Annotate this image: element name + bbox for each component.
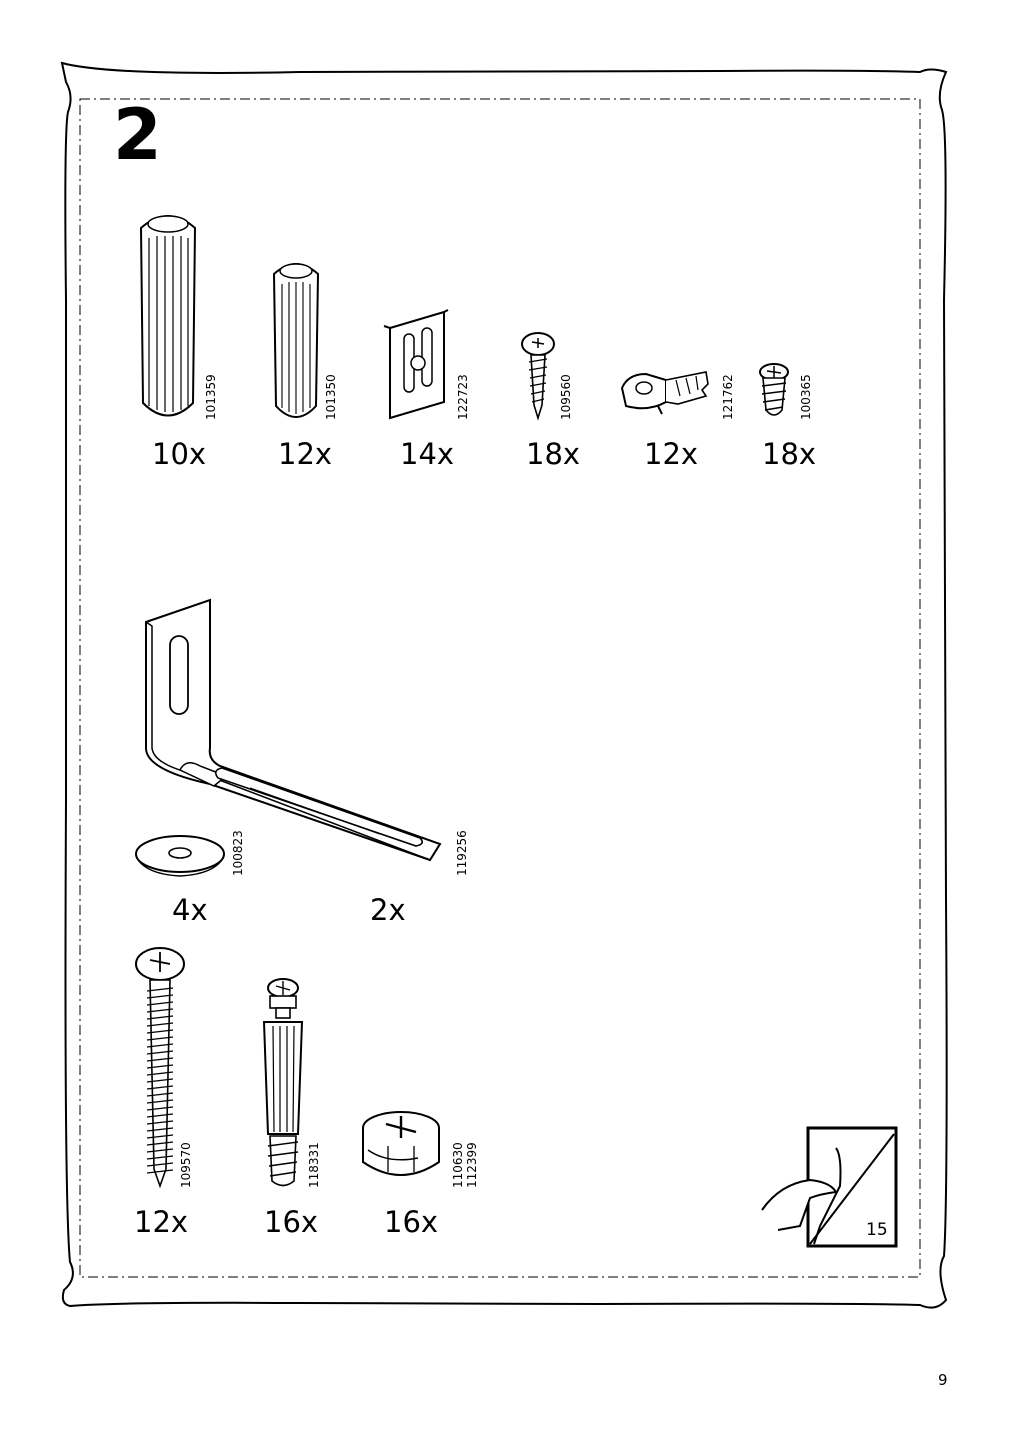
thread-line (146, 1001, 174, 1006)
part-qty: 10x (152, 437, 207, 471)
thread-line (146, 1134, 174, 1139)
thread-line (146, 1085, 174, 1090)
thread-line (146, 1169, 174, 1174)
screw-short-icon (521, 332, 555, 421)
part-qty: 2x (370, 893, 406, 927)
part-code: 122723 (456, 374, 470, 420)
part-qty: 12x (134, 1205, 189, 1239)
thread-line (146, 1029, 174, 1034)
page-number: 9 (938, 1371, 948, 1389)
thread-line (146, 1162, 174, 1167)
shelf-clip-icon (383, 309, 449, 420)
part-qty: 12x (278, 437, 333, 471)
part-qty: 16x (264, 1205, 319, 1239)
part-code: 101359 (204, 374, 218, 420)
angle-bracket-icon (145, 598, 442, 862)
thread-line (146, 1106, 174, 1111)
thread-line (146, 994, 174, 999)
thread-line (146, 1113, 174, 1118)
thread-line (146, 1120, 174, 1125)
cam-bolt-icon (262, 978, 304, 1187)
part-code: 101350 (324, 374, 338, 420)
thread-line (146, 1036, 174, 1041)
part-code: 110630 (451, 1142, 465, 1188)
part-qty: 12x (644, 437, 699, 471)
thread-line (146, 1043, 174, 1048)
part-qty: 4x (172, 893, 208, 927)
part-code-2: 112399 (465, 1142, 479, 1188)
part-code: 109560 (559, 374, 573, 420)
thread-line (146, 1092, 174, 1097)
part-code: 100823 (231, 830, 245, 876)
part-qty: 18x (762, 437, 817, 471)
part-qty: 14x (400, 437, 455, 471)
thread-line (146, 1141, 174, 1146)
thread-line (146, 1057, 174, 1062)
thread-line (146, 1022, 174, 1027)
wall-clip-icon (620, 371, 709, 415)
thread-line (146, 987, 174, 992)
part-code: 121762 (721, 374, 735, 420)
part-code: 119256 (455, 830, 469, 876)
thread-line (146, 1015, 174, 1020)
thread-line (146, 1050, 174, 1055)
part-qty: 16x (384, 1205, 439, 1239)
part-qty: 18x (526, 437, 581, 471)
part-code: 118331 (307, 1142, 321, 1188)
thread-line (146, 1078, 174, 1083)
washer-icon (135, 835, 225, 877)
part-code: 100365 (799, 374, 813, 420)
dowel-small-icon (272, 263, 320, 418)
thread-line (146, 1064, 174, 1069)
cam-lock-icon (362, 1111, 440, 1176)
thread-line (146, 1155, 174, 1160)
thread-line (146, 1099, 174, 1104)
part-code: 109570 (179, 1142, 193, 1188)
step-number: 2 (113, 94, 162, 176)
screw-long-icon (135, 947, 185, 1189)
page-reference: 15 (866, 1220, 888, 1240)
thread-line (146, 1148, 174, 1153)
screw-small-icon (759, 363, 789, 416)
turn-page-icon (761, 1126, 898, 1248)
thread-line (146, 1071, 174, 1076)
dowel-large-icon (139, 215, 197, 417)
thread-line (146, 1127, 174, 1132)
thread-line (146, 1008, 174, 1013)
